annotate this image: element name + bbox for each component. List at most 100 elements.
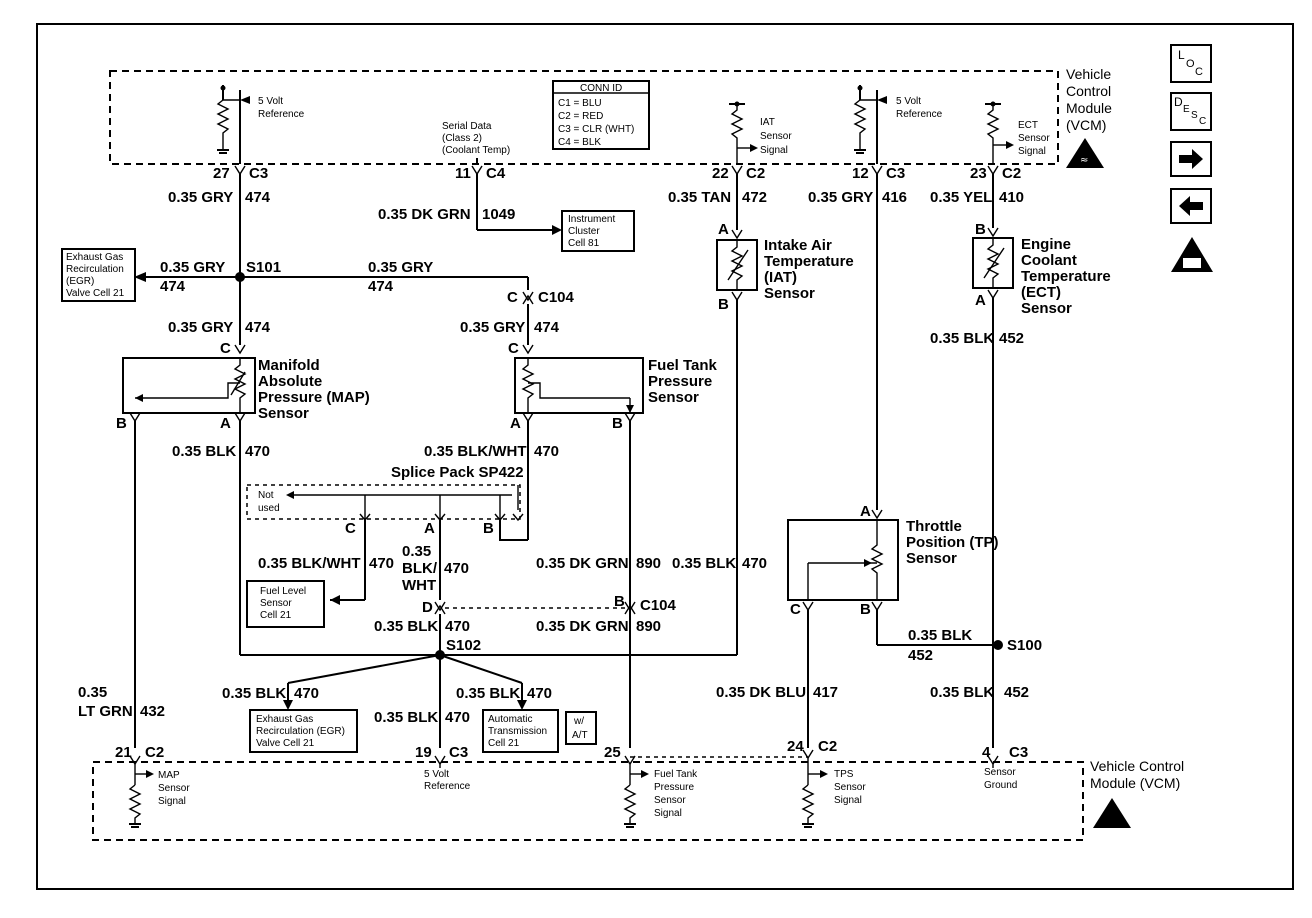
svg-text:470: 470 bbox=[527, 685, 552, 702]
svg-text:Recirculation (EGR): Recirculation (EGR) bbox=[256, 726, 345, 737]
svg-text:C3: C3 bbox=[886, 165, 905, 182]
svg-text:452: 452 bbox=[999, 330, 1024, 347]
svg-text:C3: C3 bbox=[449, 744, 468, 761]
svg-text:27: 27 bbox=[213, 165, 230, 182]
svg-text:19: 19 bbox=[415, 744, 432, 761]
svg-text:410: 410 bbox=[999, 189, 1024, 206]
svg-text:0.35 GRY: 0.35 GRY bbox=[368, 259, 433, 276]
svg-text:0.35 DK GRN: 0.35 DK GRN bbox=[378, 206, 471, 223]
svg-text:5 Volt: 5 Volt bbox=[424, 769, 449, 780]
svg-text:0.35 BLK/WHT: 0.35 BLK/WHT bbox=[258, 555, 361, 572]
svg-text:22: 22 bbox=[712, 165, 729, 182]
svg-text:(Class 2): (Class 2) bbox=[442, 133, 482, 144]
svg-text:Valve Cell 21: Valve Cell 21 bbox=[66, 288, 125, 299]
vcm-ref-5v-2: 5 Volt Reference bbox=[853, 85, 943, 164]
svg-text:0.35 BLK: 0.35 BLK bbox=[908, 627, 972, 644]
svg-text:Sensor: Sensor bbox=[158, 783, 190, 794]
svg-text:E: E bbox=[1183, 104, 1190, 115]
svg-text:Ground: Ground bbox=[984, 780, 1017, 791]
svg-text:≈: ≈ bbox=[1080, 155, 1088, 166]
svg-text:Engine: Engine bbox=[1021, 236, 1071, 253]
desc-button[interactable]: D E S C bbox=[1170, 92, 1212, 131]
wire-number: 474 bbox=[245, 189, 271, 206]
svg-text:474: 474 bbox=[368, 278, 394, 295]
svg-text:A: A bbox=[510, 415, 521, 432]
svg-text:C: C bbox=[1195, 66, 1203, 78]
left-arrow-icon[interactable] bbox=[1170, 188, 1212, 224]
svg-text:D: D bbox=[1174, 95, 1183, 109]
svg-text:Coolant: Coolant bbox=[1021, 252, 1077, 269]
svg-text:WHT: WHT bbox=[402, 577, 436, 594]
svg-text:474: 474 bbox=[534, 319, 560, 336]
svg-text:B: B bbox=[614, 593, 625, 610]
svg-text:B: B bbox=[116, 415, 127, 432]
svg-text:Position (TP): Position (TP) bbox=[906, 534, 999, 551]
svg-text:C: C bbox=[1199, 116, 1206, 127]
svg-text:A: A bbox=[718, 221, 729, 238]
svg-text:Recirculation: Recirculation bbox=[66, 264, 124, 275]
vcm-sensor-ground: Sensor Ground bbox=[984, 764, 1017, 791]
svg-text:LT GRN: LT GRN bbox=[78, 703, 133, 720]
svg-text:Sensor: Sensor bbox=[258, 405, 309, 422]
svg-text:Exhaust Gas: Exhaust Gas bbox=[256, 714, 313, 725]
svg-text:432: 432 bbox=[140, 703, 165, 720]
svg-text:452: 452 bbox=[1004, 684, 1029, 701]
svg-text:Absolute: Absolute bbox=[258, 373, 322, 390]
svg-text:C4: C4 bbox=[486, 165, 506, 182]
svg-text:Signal: Signal bbox=[1018, 146, 1046, 157]
svg-text:Sensor: Sensor bbox=[648, 389, 699, 406]
svg-text:B: B bbox=[612, 415, 623, 432]
svg-text:C2: C2 bbox=[1002, 165, 1021, 182]
esd-warning-icon: ≈ bbox=[1066, 138, 1104, 168]
svg-text:0.35 DK BLU: 0.35 DK BLU bbox=[716, 684, 806, 701]
svg-text:TPS: TPS bbox=[834, 769, 854, 780]
svg-text:C2 = RED: C2 = RED bbox=[558, 111, 603, 122]
fuel-tank-pressure-sensor: C Fuel Tank Pressure Sensor bbox=[508, 340, 718, 414]
splice-s101 bbox=[235, 272, 245, 282]
svg-text:Cluster: Cluster bbox=[568, 226, 600, 237]
svg-text:0.35: 0.35 bbox=[402, 543, 431, 560]
svg-text:Reference: Reference bbox=[258, 109, 305, 120]
svg-text:C: C bbox=[790, 601, 801, 618]
svg-text:0.35 BLK: 0.35 BLK bbox=[374, 709, 438, 726]
svg-text:C2: C2 bbox=[746, 165, 765, 182]
svg-text:Sensor: Sensor bbox=[760, 131, 792, 142]
svg-text:5 Volt: 5 Volt bbox=[896, 96, 921, 107]
svg-text:C104: C104 bbox=[538, 289, 575, 306]
svg-text:Control: Control bbox=[1066, 83, 1111, 99]
svg-text:Module (VCM): Module (VCM) bbox=[1090, 775, 1180, 791]
svg-text:C1 = BLU: C1 = BLU bbox=[558, 98, 602, 109]
automatic-transmission: Automatic Transmission Cell 21 bbox=[482, 709, 559, 753]
splice-pack-label: Splice Pack SP422 bbox=[391, 464, 524, 481]
ect-sensor: B A Engine Coolant Temperature (ECT) Sen… bbox=[972, 221, 1111, 317]
svg-text:(ECT): (ECT) bbox=[1021, 284, 1061, 301]
svg-text:470: 470 bbox=[294, 685, 319, 702]
svg-text:L: L bbox=[1178, 48, 1185, 62]
svg-text:0.35 YEL: 0.35 YEL bbox=[930, 189, 992, 206]
svg-text:472: 472 bbox=[742, 189, 767, 206]
vcm-fuel-tank-signal: Fuel Tank Pressure Sensor Signal bbox=[623, 764, 698, 828]
svg-text:Automatic: Automatic bbox=[488, 714, 532, 725]
svg-text:C2: C2 bbox=[818, 738, 837, 755]
svg-text:0.35 BLK: 0.35 BLK bbox=[222, 685, 286, 702]
right-arrow-icon[interactable] bbox=[1170, 141, 1212, 177]
svg-text:1049: 1049 bbox=[482, 206, 515, 223]
svg-text:Pressure: Pressure bbox=[648, 373, 712, 390]
svg-text:w/: w/ bbox=[573, 716, 584, 727]
svg-text:Vehicle: Vehicle bbox=[1066, 66, 1111, 82]
svg-text:0.35 GRY: 0.35 GRY bbox=[808, 189, 873, 206]
egr-valve-top: Exhaust Gas Recirculation (EGR) Valve Ce… bbox=[61, 248, 136, 302]
vcm-ref-5v-1: 5 Volt Reference bbox=[216, 85, 305, 164]
svg-text:0.35 BLK/WHT: 0.35 BLK/WHT bbox=[424, 443, 527, 460]
loc-button[interactable]: L O C bbox=[1170, 44, 1212, 83]
svg-text:470: 470 bbox=[742, 555, 767, 572]
esd-warning-icon bbox=[1093, 798, 1131, 828]
vcm-ect-signal: ECT Sensor Signal bbox=[985, 101, 1050, 164]
svg-text:Instrument: Instrument bbox=[568, 214, 615, 225]
splice-pack-sp422: Not used C A B bbox=[246, 484, 524, 537]
svg-text:used: used bbox=[258, 503, 280, 514]
conn-id-box: CONN ID C1 = BLU C2 = RED C3 = CLR (WHT)… bbox=[552, 80, 650, 150]
svg-text:470: 470 bbox=[444, 560, 469, 577]
svg-text:BLK/: BLK/ bbox=[402, 560, 438, 577]
svg-text:CONN ID: CONN ID bbox=[580, 83, 622, 94]
